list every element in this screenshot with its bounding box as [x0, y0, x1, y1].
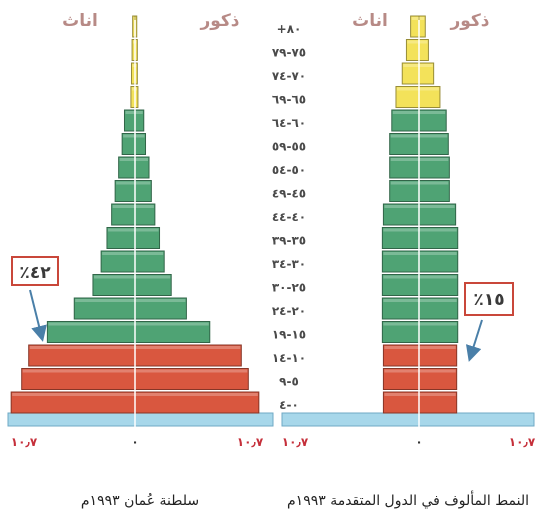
- callout-text: ٪١٥: [473, 290, 504, 310]
- age-label-11: ٥٥-٥٩: [272, 140, 306, 154]
- age-label-6: ٣٠-٣٤: [272, 257, 306, 271]
- bar-highlight-5: [383, 275, 457, 279]
- callout-oman: ٪٤٢: [11, 256, 59, 342]
- bar-highlight-0: [384, 393, 456, 396]
- right-sex-label: ذكور: [199, 11, 239, 31]
- callout-text: ٪٤٢: [19, 263, 51, 283]
- tick-center: ٠: [131, 435, 138, 449]
- callout-arrow: [465, 319, 483, 362]
- tick-center: ٠: [415, 435, 422, 449]
- callout-developed: ٪١٥: [464, 282, 514, 362]
- callout-box: [11, 256, 59, 286]
- age-label-10: ٥٠-٥٤: [272, 163, 306, 177]
- age-label-1: ٥-٩: [279, 375, 299, 389]
- age-label-3: ١٥-١٩: [272, 328, 306, 342]
- age-label-16: +٨٠: [277, 22, 302, 36]
- callout-box: [464, 282, 514, 316]
- oman-pyramid: اناث ذكور ١٠٫٧ ٠ ١٠٫٧ ٪٤٢ سلطنة عُمان ١٩…: [7, 11, 274, 509]
- bar-highlight-16: [411, 17, 425, 20]
- bar-highlight-5: [93, 275, 171, 279]
- bar-highlight-16: [133, 17, 136, 20]
- baseline-strip: [7, 412, 274, 427]
- age-label-15: ٧٥-٧٩: [272, 46, 306, 60]
- callout-arrow: [29, 289, 47, 342]
- baseline-strip: [281, 412, 535, 427]
- left-sex-label: اناث: [62, 11, 98, 31]
- tick-left: ١٠٫٧: [282, 435, 309, 449]
- bar-highlight-9: [116, 181, 151, 185]
- age-label-7: ٣٥-٣٩: [272, 234, 306, 248]
- bar-highlight-7: [383, 228, 457, 232]
- tick-right: ١٠٫٧: [237, 435, 264, 449]
- bar-highlight-6: [102, 252, 164, 255]
- bar-highlight-2: [384, 346, 456, 349]
- tick-left: ١٠٫٧: [11, 435, 38, 449]
- right-sex-label: ذكور: [449, 11, 489, 31]
- bar-highlight-10: [119, 158, 149, 161]
- left-sex-label: اناث: [352, 11, 388, 31]
- age-label-8: ٤٠-٤٤: [272, 210, 306, 224]
- age-label-5: ٢٥-٣٠: [272, 281, 306, 295]
- age-label-12: ٦٠-٦٤: [272, 116, 306, 130]
- bar-highlight-11: [123, 134, 145, 138]
- age-label-2: ١٠-١٤: [272, 351, 306, 365]
- bar-highlight-4: [75, 299, 186, 302]
- age-group-labels: ٠-٤ ٥-٩ ١٠-١٤ ١٥-١٩ ٢٠-٢٤ ٢٥-٣٠ ٣٠-٣٤ ٣٥-٣٩ ٤٠-٤…: [272, 22, 306, 412]
- developed-bars: [381, 15, 459, 414]
- developed-pyramid: اناث ذكور ١٠٫٧ ٠ ١٠٫٧ ٪١٥ النمط المألوف …: [281, 11, 536, 509]
- chart-title-oman: سلطنة عُمان ١٩٩٣م: [81, 493, 199, 509]
- tick-right: ١٠٫٧: [509, 435, 536, 449]
- bar-highlight-6: [383, 252, 457, 255]
- bar-highlight-15: [407, 40, 428, 44]
- bar-highlight-4: [383, 299, 457, 302]
- bar-highlight-1: [384, 369, 456, 373]
- bar-highlight-8: [112, 205, 154, 208]
- bar-highlight-3: [383, 322, 457, 326]
- age-label-13: ٦٥-٦٩: [272, 93, 306, 107]
- bar-highlight-13: [396, 87, 439, 91]
- bar-highlight-12: [125, 111, 143, 114]
- bar-highlight-14: [403, 64, 433, 67]
- age-label-0: ٠-٤: [279, 398, 299, 412]
- age-label-4: ٢٠-٢٤: [272, 304, 306, 318]
- bar-highlight-3: [48, 322, 209, 326]
- chart-title-developed: النمط المألوف في الدول المتقدمة ١٩٩٣م: [287, 490, 529, 509]
- age-label-9: ٤٥-٤٩: [272, 187, 306, 201]
- bar-highlight-7: [107, 228, 159, 232]
- age-label-14: ٧٠-٧٤: [272, 69, 306, 83]
